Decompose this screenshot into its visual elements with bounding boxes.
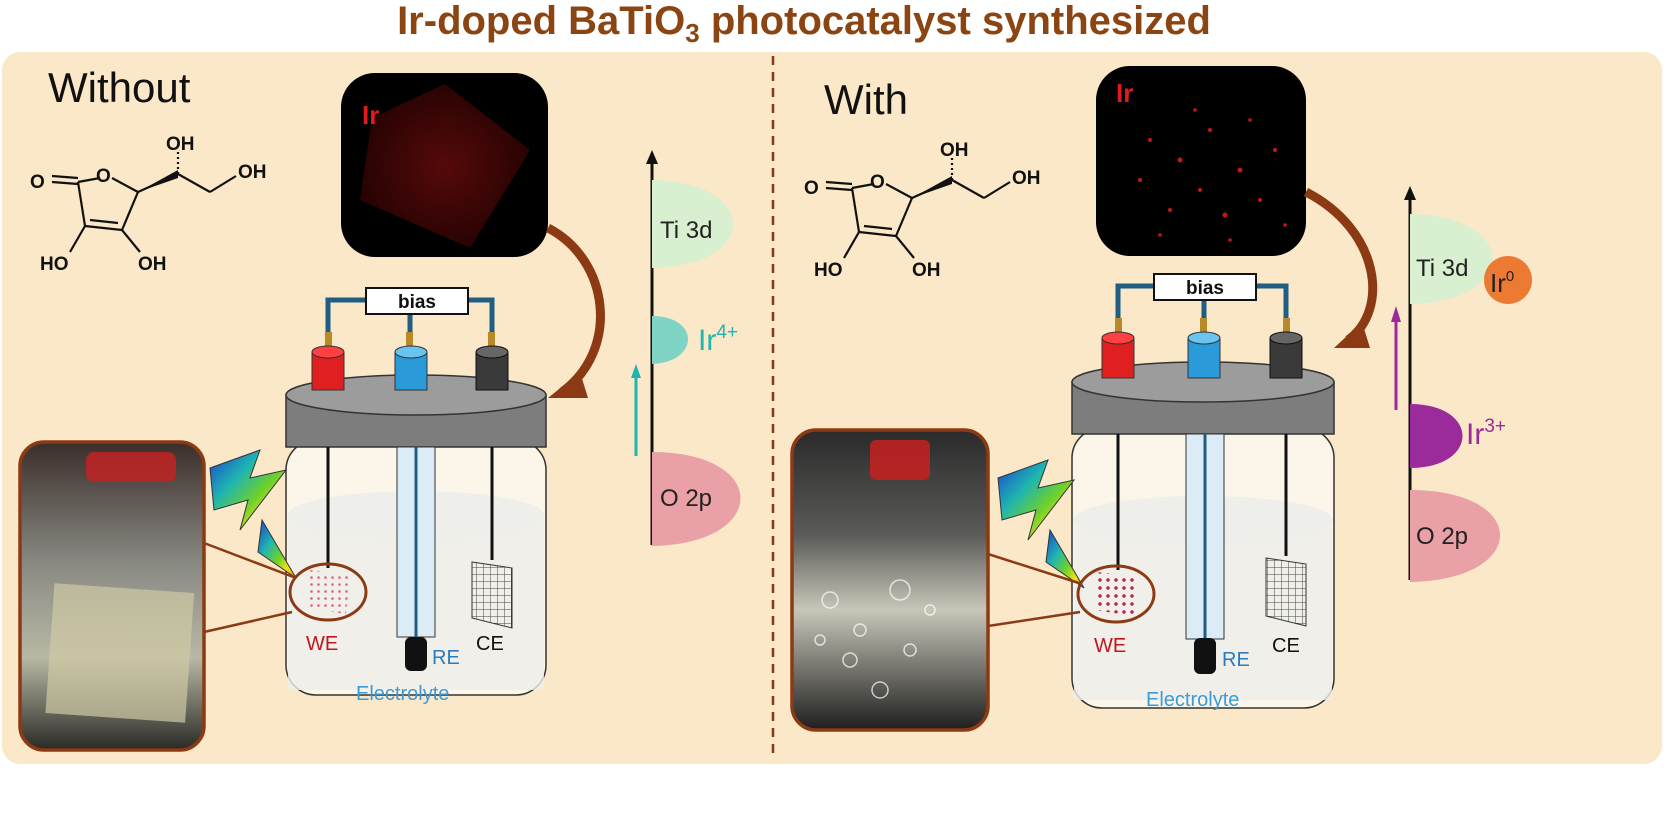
- re-label: RE: [432, 647, 460, 669]
- ir-map-label-2: Ir: [1116, 78, 1133, 108]
- working-electrode-circle: [288, 562, 368, 622]
- mol-oh-top-2: OH: [940, 140, 969, 161]
- re-connector-2: [1187, 337, 1221, 379]
- ce-label-2: CE: [1272, 635, 1300, 657]
- ir4-label: Ir4+: [698, 322, 738, 357]
- ir0-state: [1484, 256, 1532, 304]
- electrode-photo-2: [790, 428, 990, 732]
- mol-o-left-2: O: [804, 178, 819, 199]
- ti-3d-label-2: Ti 3d: [1416, 255, 1468, 282]
- ir-map-dots: [1138, 108, 1287, 242]
- panel-label-with: With: [824, 76, 908, 123]
- mol-oh-right: OH: [238, 162, 267, 183]
- ir-map-image-2: [1096, 66, 1306, 256]
- counter-electrode-mesh: [471, 561, 513, 629]
- electrolyte-label-2: Electrolyte: [1146, 689, 1239, 711]
- ir0-label: Ir0: [1490, 268, 1514, 298]
- ir-map-label: Ir: [362, 100, 379, 130]
- ti-3d-band: [652, 180, 733, 268]
- bias-box-2: [1153, 273, 1257, 301]
- mol-ring-o: O: [96, 166, 111, 187]
- panel-label-without: Without: [48, 64, 191, 111]
- ti-3d-label: Ti 3d: [660, 217, 712, 244]
- o-2p-label-2: O 2p: [1416, 523, 1468, 550]
- counter-electrode-mesh-2: [1265, 557, 1307, 627]
- re-label-2: RE: [1222, 649, 1250, 671]
- we-label: WE: [306, 633, 338, 655]
- o-2p-label: O 2p: [660, 485, 712, 512]
- mol-oh-bottom-2: OH: [912, 260, 941, 281]
- bias-label: bias: [398, 292, 436, 313]
- ir3-state: [1410, 404, 1463, 468]
- working-electrode-circle-2: [1076, 564, 1156, 624]
- o-2p-band-2: [1410, 490, 1500, 582]
- mol-ho-left-2: HO: [814, 260, 843, 281]
- bias-label-2: bias: [1186, 278, 1224, 299]
- ti-3d-band-2: [1410, 214, 1493, 304]
- light-bolt-icon: [209, 449, 288, 531]
- light-bolt-icon-2: [997, 459, 1076, 541]
- we-label-2: WE: [1094, 635, 1126, 657]
- ce-label: CE: [476, 633, 504, 655]
- panel-with: With O O OH OH HO OH: [790, 66, 1532, 732]
- bias-box: [365, 287, 469, 315]
- we-connector-2: [1101, 337, 1135, 379]
- mol-ring-o-2: O: [870, 172, 885, 193]
- ce-connector-2: [1269, 337, 1303, 379]
- o-2p-band: [652, 452, 741, 546]
- electrolyte-label: Electrolyte: [356, 683, 449, 705]
- panel-without: Without O O OH OH HO OH Ir: [18, 64, 741, 752]
- mol-oh-top: OH: [166, 134, 195, 155]
- ir4-state: [652, 316, 688, 364]
- mol-oh-bottom: OH: [138, 254, 167, 275]
- mol-ho-left: HO: [40, 254, 69, 275]
- ir3-label: Ir3+: [1466, 416, 1506, 451]
- re-connector: [394, 351, 428, 391]
- ascorbic-acid-molecule: [51, 152, 237, 253]
- mol-oh-right-2: OH: [1012, 168, 1041, 189]
- mol-o-left: O: [30, 172, 45, 193]
- figure-title: Ir-doped BaTiO3 photocatalyst synthesize…: [397, 0, 1211, 48]
